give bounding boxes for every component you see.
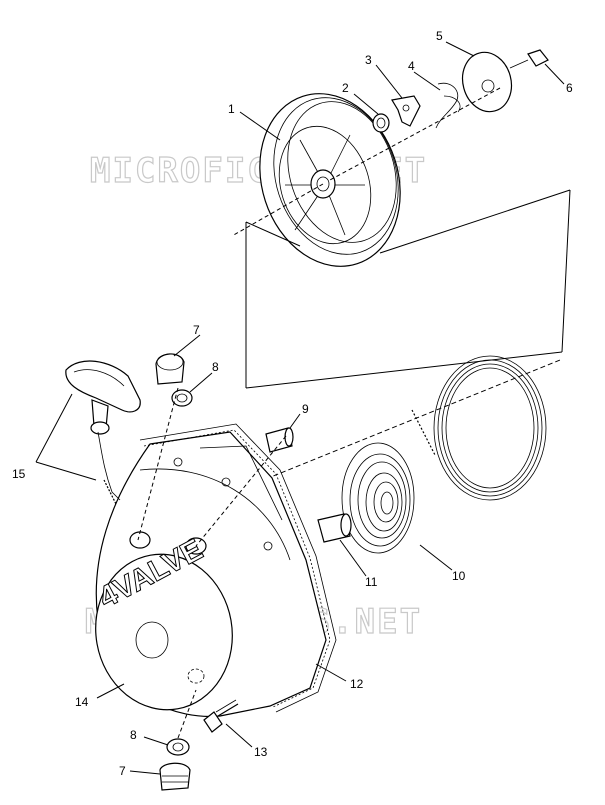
recoil-spring-10 <box>341 442 415 554</box>
bolt-6 <box>509 49 549 69</box>
callout-7-upper: 7 <box>193 323 200 337</box>
friction-spring-4 <box>435 82 461 129</box>
friction-plate-5 <box>461 51 513 113</box>
assembly-box <box>245 189 571 389</box>
callout-12: 12 <box>350 677 364 691</box>
callout-4: 4 <box>408 59 415 73</box>
washer-8-lower <box>166 738 190 756</box>
callout-6: 6 <box>566 81 573 95</box>
plug-7-upper <box>155 353 185 385</box>
callout-3: 3 <box>365 53 372 67</box>
starter-housing-14: 4VALVE <box>93 431 327 718</box>
leader-lines <box>35 41 565 775</box>
bushing-9 <box>265 427 294 453</box>
callout-9: 9 <box>302 402 309 416</box>
callout-7-lower: 7 <box>119 764 126 778</box>
rope-pulley <box>259 93 401 267</box>
callout-13: 13 <box>254 745 268 759</box>
callout-10: 10 <box>452 569 466 583</box>
washer-8-upper <box>171 389 193 407</box>
callout-14: 14 <box>75 695 89 709</box>
axis-lines <box>231 87 501 237</box>
callout-1: 1 <box>228 102 235 116</box>
guide-lines <box>137 387 287 739</box>
ratchet-3 <box>391 95 421 127</box>
callout-2: 2 <box>342 81 349 95</box>
bushing-11 <box>317 513 352 543</box>
starter-rope-coil <box>411 355 547 501</box>
gasket-12 <box>139 423 337 713</box>
starter-handle-15 <box>65 360 141 505</box>
callout-8-upper: 8 <box>212 360 219 374</box>
callout-5: 5 <box>436 29 443 43</box>
bolt-13 <box>203 699 239 733</box>
bushing-2 <box>372 113 390 133</box>
callout-11: 11 <box>365 575 378 589</box>
plug-7-lower <box>159 762 191 791</box>
callout-8-lower: 8 <box>130 728 137 742</box>
callout-15: 15 <box>12 467 26 481</box>
